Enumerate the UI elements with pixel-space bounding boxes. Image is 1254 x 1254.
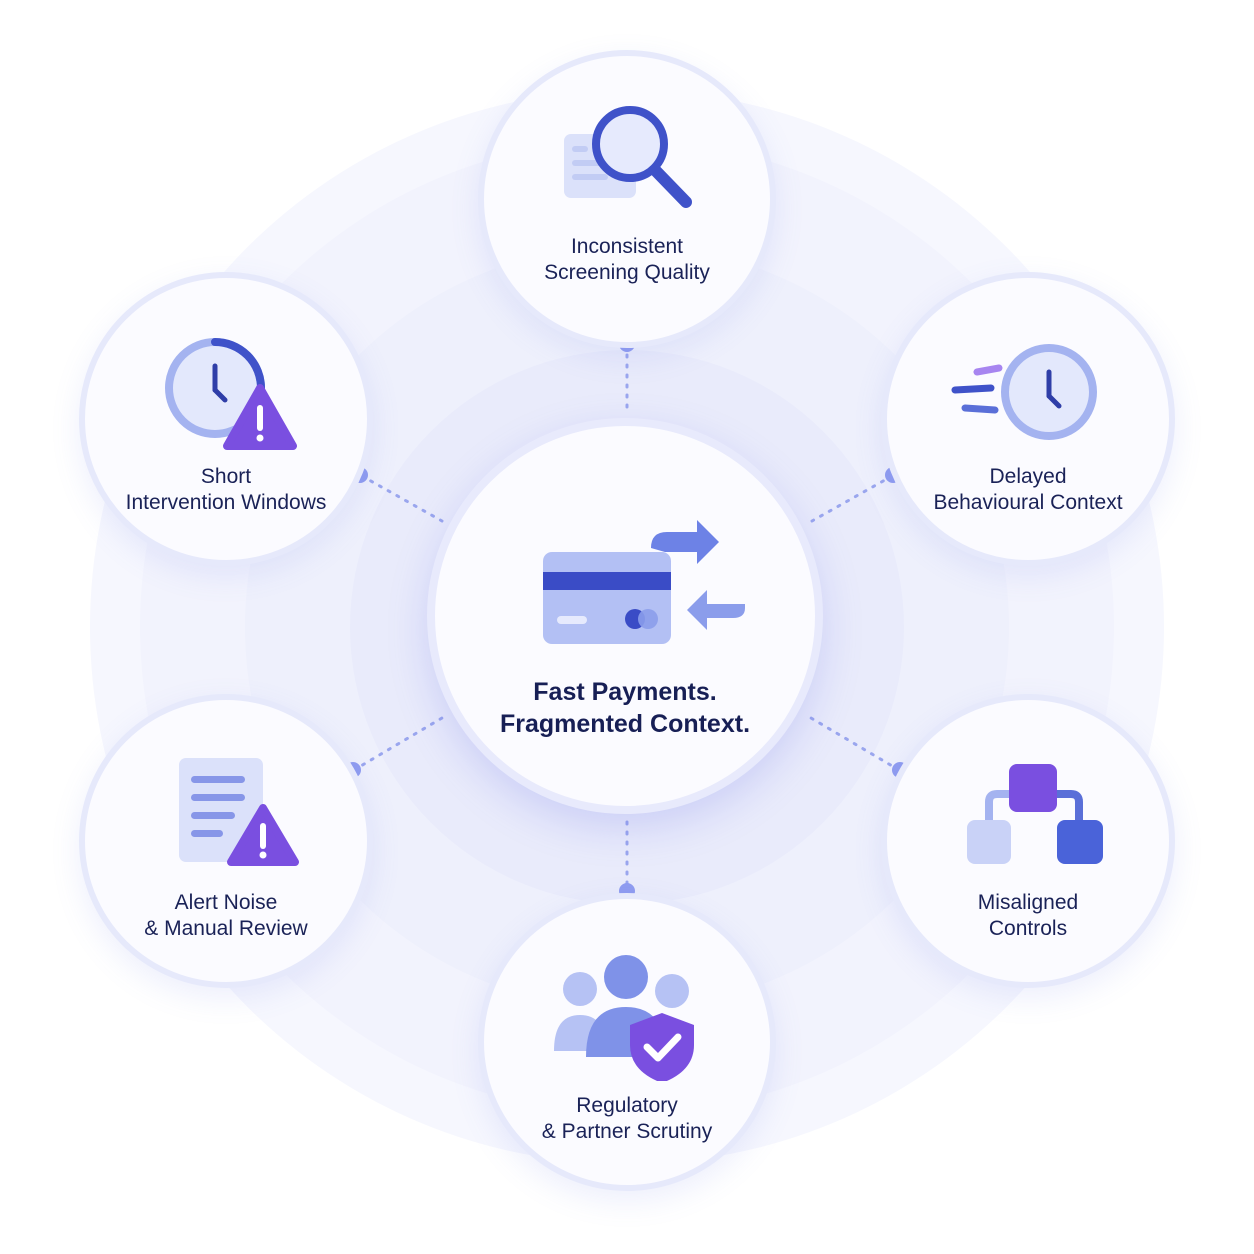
magnifier-document-icon: [564, 106, 692, 208]
connector-lower-right: [809, 716, 901, 772]
node-upper-left-line1: Short: [200, 465, 252, 488]
node-upper-right-line1: Delayed: [989, 465, 1067, 488]
connector-upper-left: [360, 474, 444, 523]
document-warning-icon: [179, 758, 299, 866]
node-lower-left-line2: & Manual Review: [144, 917, 308, 940]
card-transfer-icon: [543, 520, 745, 644]
node-lower-right-line1: Misaligned: [977, 891, 1079, 914]
node-lower-left-line1: Alert Noise: [174, 891, 278, 914]
center-line2: Fragmented Context.: [499, 710, 751, 738]
node-upper-left-line2: Intervention Windows: [125, 491, 327, 514]
connector-lower-left: [352, 716, 444, 772]
node-inconsistent-screening: Inconsistent Screening Quality: [478, 50, 776, 348]
center-node: Fast Payments. Fragmented Context.: [427, 418, 823, 814]
node-bottom-line2: & Partner Scrutiny: [541, 1120, 713, 1143]
connector-upper-right: [810, 474, 894, 523]
node-top-line1: Inconsistent: [570, 235, 684, 258]
node-alert-noise: Alert Noise & Manual Review: [79, 694, 373, 988]
node-regulatory-scrutiny: Regulatory & Partner Scrutiny: [478, 893, 776, 1191]
node-short-intervention: Short Intervention Windows: [79, 272, 373, 566]
clock-warning-icon: [165, 338, 297, 450]
node-delayed-behavioural: Delayed Behavioural Context: [881, 272, 1175, 566]
hierarchy-icon: [967, 764, 1103, 864]
center-line1: Fast Payments.: [533, 678, 717, 706]
clock-motion-icon: [951, 344, 1097, 440]
node-upper-right-line2: Behavioural Context: [933, 491, 1123, 514]
group-shield-icon: [554, 955, 694, 1081]
node-misaligned-controls: Misaligned Controls: [881, 694, 1175, 988]
node-lower-right-line2: Controls: [988, 917, 1068, 940]
node-bottom-line1: Regulatory: [576, 1094, 678, 1117]
node-top-line2: Screening Quality: [544, 261, 710, 284]
